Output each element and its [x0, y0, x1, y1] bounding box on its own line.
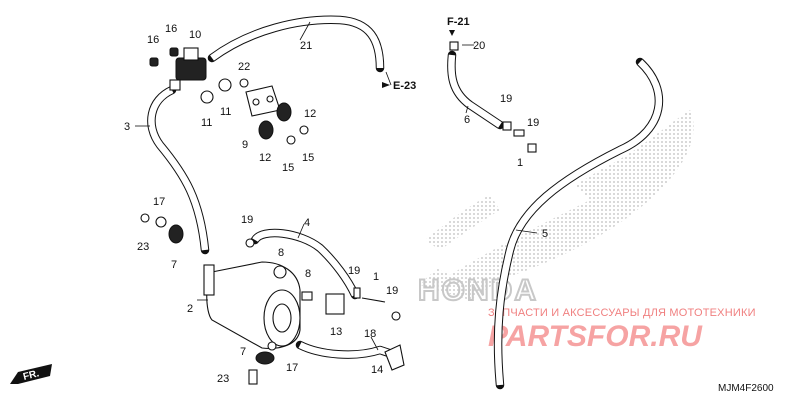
front-direction-arrow: FR. — [10, 364, 52, 384]
callout-12-b: 12 — [259, 152, 271, 164]
callout-3: 3 — [124, 121, 130, 133]
callout-9: 9 — [242, 139, 248, 151]
honda-wing-logo: HONDA — [417, 110, 694, 308]
callout-7-b: 7 — [240, 346, 246, 358]
bracket-part — [245, 85, 281, 117]
callouts: 1 1 2 3 4 5 6 7 7 8 8 9 10 11 11 12 12 1… — [124, 23, 548, 385]
section-references: E-23 F-21 — [382, 16, 470, 92]
front-direction-label: FR. — [22, 368, 41, 383]
leader-lines — [135, 21, 538, 351]
watermark-tagline: ЗАПЧАСТИ И АКСЕССУАРЫ ДЛЯ МОТОТЕХНИКИ — [488, 307, 756, 319]
callout-15-a: 15 — [282, 162, 294, 174]
callout-11-b: 11 — [220, 106, 231, 118]
callout-21: 21 — [300, 40, 312, 52]
small-parts — [140, 41, 537, 385]
watermark-site: PARTSFOR.RU — [488, 320, 703, 353]
callout-2: 2 — [187, 303, 193, 315]
callout-19-c: 19 — [386, 285, 398, 297]
callout-18: 18 — [364, 328, 376, 340]
callout-17-b: 17 — [286, 362, 298, 374]
callout-14: 14 — [371, 364, 383, 376]
callout-13: 13 — [330, 326, 342, 338]
callout-19-a: 19 — [241, 214, 253, 226]
callout-17-a: 17 — [153, 196, 165, 208]
callout-19-e: 19 — [527, 117, 539, 129]
honda-wordmark: HONDA — [418, 274, 538, 307]
canister-part — [203, 261, 301, 349]
callout-19-b: 19 — [348, 265, 360, 277]
callout-16-a: 16 — [147, 34, 159, 46]
callout-22: 22 — [238, 61, 250, 73]
callout-6: 6 — [464, 114, 470, 126]
callout-1-b: 1 — [373, 271, 379, 283]
callout-20: 20 — [473, 40, 485, 52]
callout-8-a: 8 — [278, 247, 284, 259]
callout-19-d: 19 — [500, 93, 512, 105]
hoses — [147, 15, 664, 390]
callout-8-b: 8 — [305, 268, 311, 280]
callout-1-a: 1 — [517, 157, 523, 169]
diagram-code: MJM4F2600 — [718, 383, 774, 394]
callout-15-b: 15 — [302, 152, 314, 164]
callout-23-a: 23 — [137, 241, 149, 253]
ref-e23: E-23 — [393, 80, 416, 92]
callout-10: 10 — [189, 29, 201, 41]
callout-23-b: 23 — [217, 373, 229, 385]
callout-4: 4 — [304, 217, 310, 229]
callout-16-b: 16 — [165, 23, 177, 35]
callout-11-a: 11 — [201, 117, 212, 129]
ref-f21: F-21 — [447, 16, 470, 28]
purge-valve-part — [169, 47, 207, 91]
callout-5: 5 — [542, 228, 548, 240]
callout-12-a: 12 — [304, 108, 316, 120]
watermark: ЗАПЧАСТИ И АКСЕССУАРЫ ДЛЯ МОТОТЕХНИКИ PA… — [488, 307, 756, 353]
callout-7-a: 7 — [171, 259, 177, 271]
